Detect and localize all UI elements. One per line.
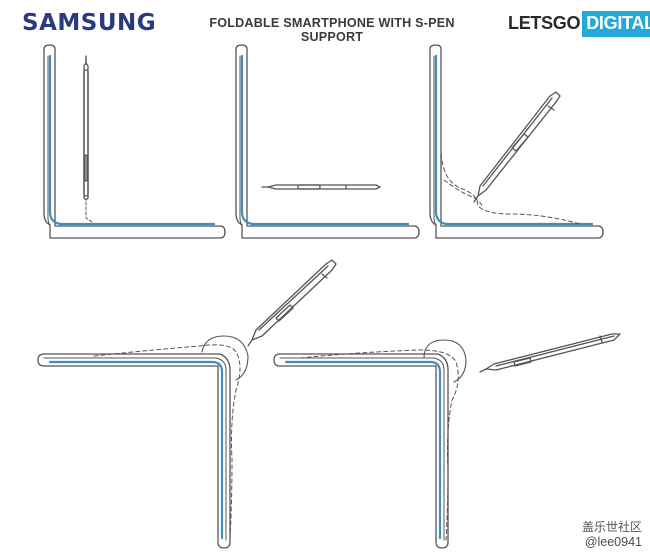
figure-2 (235, 44, 420, 239)
s-pen (473, 91, 561, 203)
phone-outline (235, 44, 420, 239)
screen-deformation-dashed (440, 55, 581, 225)
phone-outline (429, 44, 604, 239)
logo-part-letsgo: LETSGO (508, 13, 581, 33)
insertion-path (85, 201, 93, 223)
flexible-screen (434, 54, 594, 226)
screen-deformation-dashed (299, 349, 459, 541)
figure-3 (429, 44, 604, 239)
figure-4 (37, 259, 337, 549)
phone-outline (43, 44, 226, 239)
flexible-screen (48, 360, 224, 540)
phone-outline (273, 353, 449, 549)
s-pen (479, 333, 621, 373)
phone-outline (37, 353, 231, 549)
screen-deformation-dashed-2 (443, 179, 483, 207)
s-pen (261, 184, 381, 190)
samsung-logo: SAMSUNG (22, 10, 157, 36)
watermark: 盖乐世社区 @lee0941 (582, 520, 642, 550)
flexible-screen (240, 54, 410, 226)
screen-deformation-dashed (93, 344, 241, 541)
hinge-detail-circle (201, 335, 249, 381)
figure-1 (43, 44, 226, 239)
figure-5 (273, 333, 621, 549)
watermark-community: 盖乐世社区 (581, 520, 642, 534)
hinge-detail-circle (423, 339, 467, 383)
s-pen (83, 55, 89, 201)
watermark-user: @lee0941 (584, 535, 642, 549)
page-title: FOLDABLE SMARTPHONE WITH S-PEN SUPPORT (209, 16, 455, 44)
logo-part-digital: DIGITAL (582, 11, 650, 37)
letsgodigital-logo: LETSGO DIGITAL (508, 11, 650, 37)
flexible-screen (284, 360, 442, 540)
flexible-screen (48, 54, 216, 226)
s-pen (247, 259, 337, 347)
